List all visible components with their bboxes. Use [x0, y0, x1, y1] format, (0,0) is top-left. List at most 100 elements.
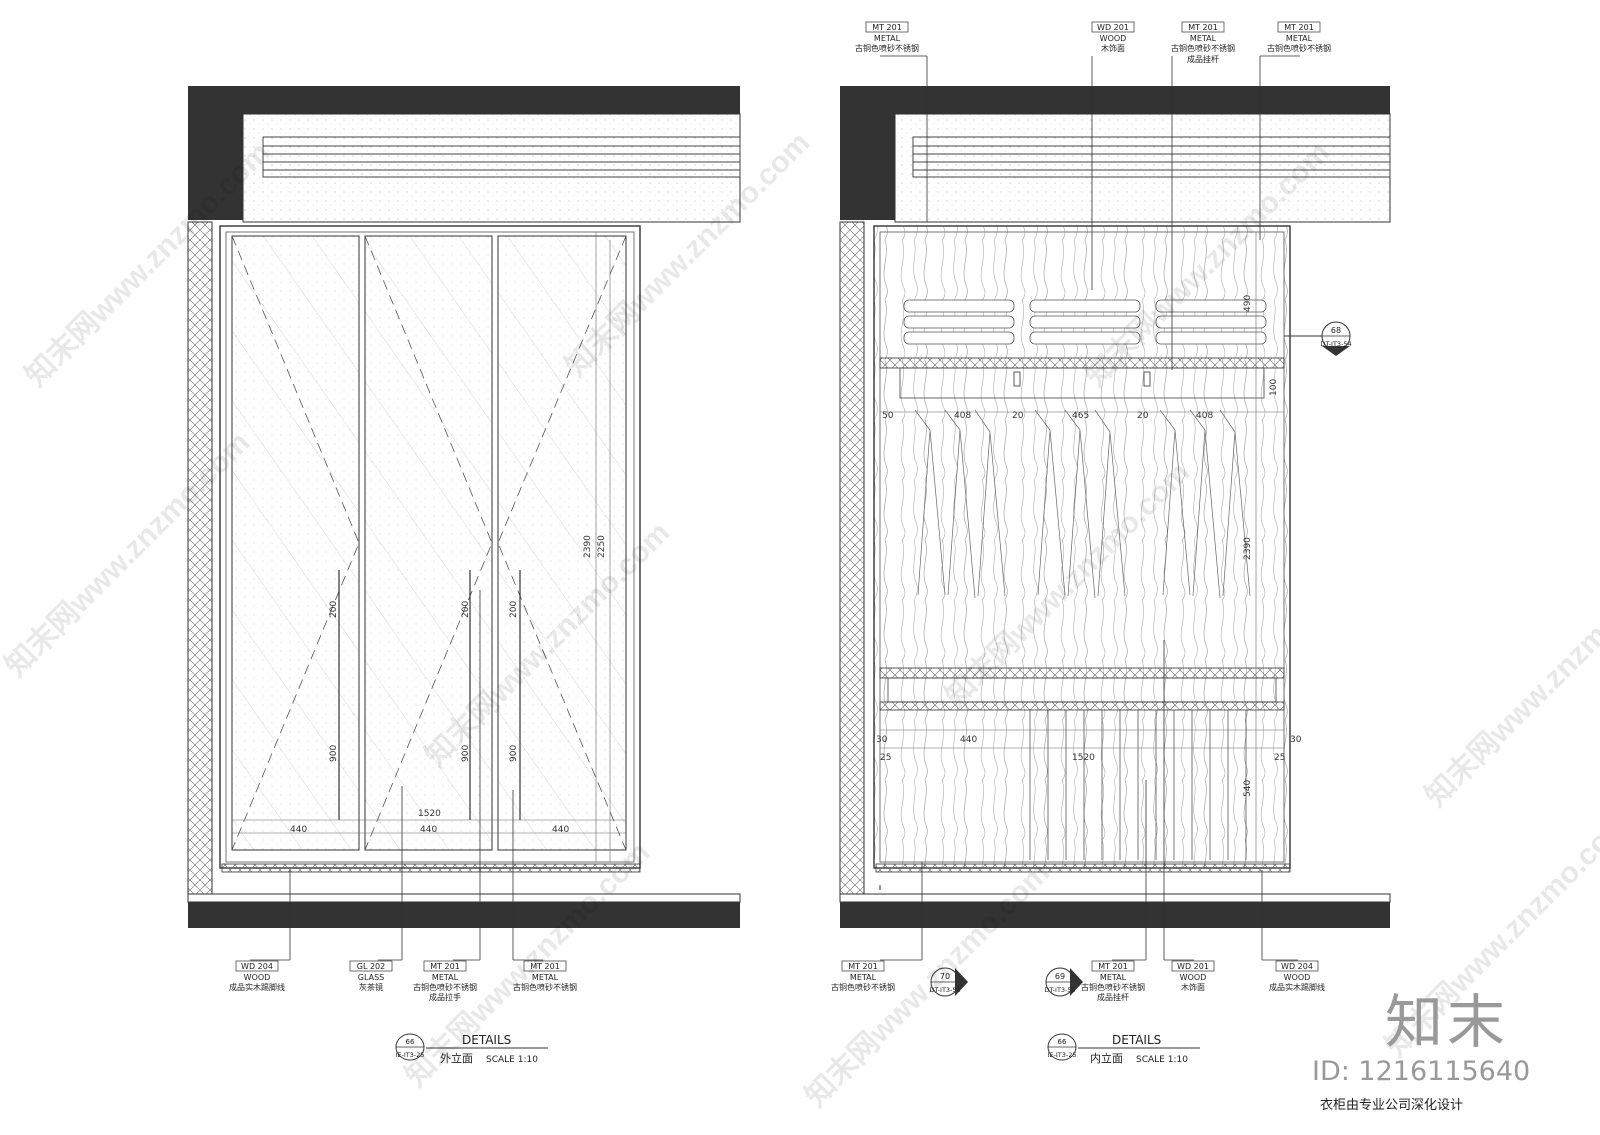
title-main: DETAILS — [1112, 1033, 1161, 1047]
svg-text:MT 201: MT 201 — [872, 23, 902, 32]
svg-text:DT-IT3-55: DT-IT3-55 — [1044, 986, 1075, 994]
callout-glass: GL 202 GLASS 灰茶镜 — [349, 960, 393, 992]
dim-440-a: 440 — [290, 825, 307, 835]
dim-30-b: 30 — [1290, 735, 1302, 745]
svg-text:古铜色喷砂不锈钢: 古铜色喷砂不锈钢 — [413, 982, 477, 992]
drawer-top — [879, 667, 1285, 679]
callout-skirting: WD 204 WOOD 成品实木踢脚线 — [229, 960, 285, 992]
ceiling-slab — [840, 86, 1390, 114]
svg-text:MT 201: MT 201 — [530, 962, 560, 971]
callout-metal-trim: MT 201 METAL 古铜色喷砂不锈钢 — [513, 960, 577, 992]
asset-id: ID: 1216115640 — [1312, 1056, 1531, 1087]
svg-text:METAL: METAL — [850, 973, 877, 982]
floor-slab — [188, 902, 740, 928]
title-tag-num: 66 — [1058, 1038, 1067, 1046]
shoe-dividers — [1029, 710, 1247, 860]
svg-text:成品挂杆: 成品挂杆 — [1097, 992, 1129, 1002]
right-top-callouts: MT 201 METAL 古铜色喷砂不锈钢 WD 201 WOOD 木饰面 MT… — [855, 21, 1331, 64]
callout-top-wood: WD 201 WOOD 木饰面 — [1091, 21, 1135, 53]
dim-25-b: 25 — [1274, 753, 1285, 763]
skirting — [875, 863, 1291, 873]
door-swing-lines — [231, 235, 627, 851]
rail-bracket-right — [1143, 371, 1151, 387]
svg-text:METAL: METAL — [532, 973, 559, 982]
dim-440: 440 — [960, 735, 977, 745]
folded-items-shelf — [903, 299, 1267, 345]
callout-top-metal-2: MT 201 METAL 古铜色喷砂不锈钢 — [1267, 21, 1331, 53]
ceiling-bulkhead — [242, 113, 741, 223]
svg-text:MT 201: MT 201 — [1284, 23, 1314, 32]
ceiling-vent — [262, 136, 741, 178]
dim-30-a: 30 — [876, 735, 888, 745]
svg-text:METAL: METAL — [432, 973, 459, 982]
left-callouts: WD 204 WOOD 成品实木踢脚线 GL 202 GLASS 灰茶镜 MT … — [229, 960, 577, 1002]
dim-100: 100 — [1269, 379, 1279, 396]
dim-50: 50 — [882, 411, 894, 421]
dim-440-b: 440 — [420, 825, 437, 835]
svg-text:DT-IT3-55: DT-IT3-55 — [929, 986, 960, 994]
dim-900-c: 900 — [509, 745, 519, 762]
dim-20-b: 20 — [1137, 411, 1149, 421]
section-tag-68: 68 DT-IT3-54 — [1284, 321, 1352, 356]
svg-text:WD 201: WD 201 — [1097, 23, 1129, 32]
brand-logo: 知末 — [1385, 988, 1510, 1056]
right-bottom-callouts: MT 201 METAL 古铜色喷砂不锈钢 MT 201 METAL 古铜色喷砂… — [831, 960, 1325, 1002]
ceiling-beam — [188, 86, 243, 220]
callout-bottom-metal-rail: MT 201 METAL 古铜色喷砂不锈钢 成品挂杆 — [1081, 960, 1145, 1002]
svg-text:灰茶镜: 灰茶镜 — [359, 982, 383, 992]
svg-text:GLASS: GLASS — [358, 973, 384, 982]
svg-text:WD 204: WD 204 — [1281, 962, 1313, 971]
title-tag-num: 66 — [406, 1038, 415, 1046]
dim-2390: 2390 — [583, 535, 593, 558]
dim-2390: 2390 — [1243, 537, 1253, 560]
left-leader-lines — [250, 590, 543, 961]
svg-text:GL 202: GL 202 — [357, 962, 385, 971]
svg-text:成品拉手: 成品拉手 — [429, 992, 461, 1002]
svg-text:WOOD: WOOD — [1180, 973, 1207, 982]
callout-bottom-wood: WD 201 WOOD 木饰面 — [1171, 960, 1215, 992]
door-handles — [338, 570, 521, 820]
svg-text:古铜色喷砂不锈钢: 古铜色喷砂不锈钢 — [1267, 43, 1331, 53]
svg-text:古铜色喷砂不锈钢: 古铜色喷砂不锈钢 — [1171, 43, 1235, 53]
floor-finish — [187, 893, 741, 903]
svg-text:木饰面: 木饰面 — [1181, 982, 1205, 992]
dim-540: 540 — [1243, 780, 1253, 797]
svg-text:MT 201: MT 201 — [848, 962, 878, 971]
svg-text:古铜色喷砂不锈钢: 古铜色喷砂不锈钢 — [855, 43, 919, 53]
svg-text:METAL: METAL — [1190, 34, 1217, 43]
floor-finish — [839, 893, 1391, 903]
dim-25-a: 25 — [880, 753, 891, 763]
svg-text:古铜色喷砂不锈钢: 古铜色喷砂不锈钢 — [1081, 982, 1145, 992]
svg-text:MT 201: MT 201 — [430, 962, 460, 971]
dim-200-a: 200 — [329, 601, 339, 618]
svg-text:WOOD: WOOD — [1284, 973, 1311, 982]
title-scale: SCALE 1:10 — [1136, 1055, 1188, 1065]
svg-text:68: 68 — [1331, 326, 1341, 335]
right-elevation: 50 408 20 465 20 408 440 1520 30 30 25 2… — [831, 21, 1391, 1065]
dim-1520: 1520 — [418, 809, 441, 819]
dim-2250: 2250 — [597, 535, 607, 558]
title-scale: SCALE 1:10 — [486, 1055, 538, 1065]
lower-shelf — [879, 701, 1285, 711]
hanging-rail-box — [899, 367, 1265, 399]
svg-text:70: 70 — [940, 972, 950, 981]
floor-slab — [840, 902, 1390, 928]
left-wall-hatch — [839, 221, 865, 895]
svg-text:WOOD: WOOD — [244, 973, 271, 982]
title-tag-ref: IE-IT3-25 — [1047, 1051, 1076, 1059]
title-tag-ref: IE-IT3-25 — [395, 1051, 424, 1059]
dim-465: 465 — [1072, 411, 1089, 421]
wardrobe-inner-frame — [225, 231, 635, 863]
svg-text:METAL: METAL — [874, 34, 901, 43]
title-sub: 外立面 — [440, 1051, 473, 1065]
svg-text:WD 201: WD 201 — [1177, 962, 1209, 971]
glass-door-2-texture — [365, 236, 492, 850]
dim-20-a: 20 — [1012, 411, 1024, 421]
svg-text:METAL: METAL — [1100, 973, 1127, 982]
callout-bottom-skirting: WD 204 WOOD 成品实木踢脚线 — [1269, 960, 1325, 992]
dim-490: 490 — [1243, 295, 1253, 312]
ceiling-vent — [912, 136, 1391, 178]
svg-text:成品挂杆: 成品挂杆 — [1187, 54, 1219, 64]
